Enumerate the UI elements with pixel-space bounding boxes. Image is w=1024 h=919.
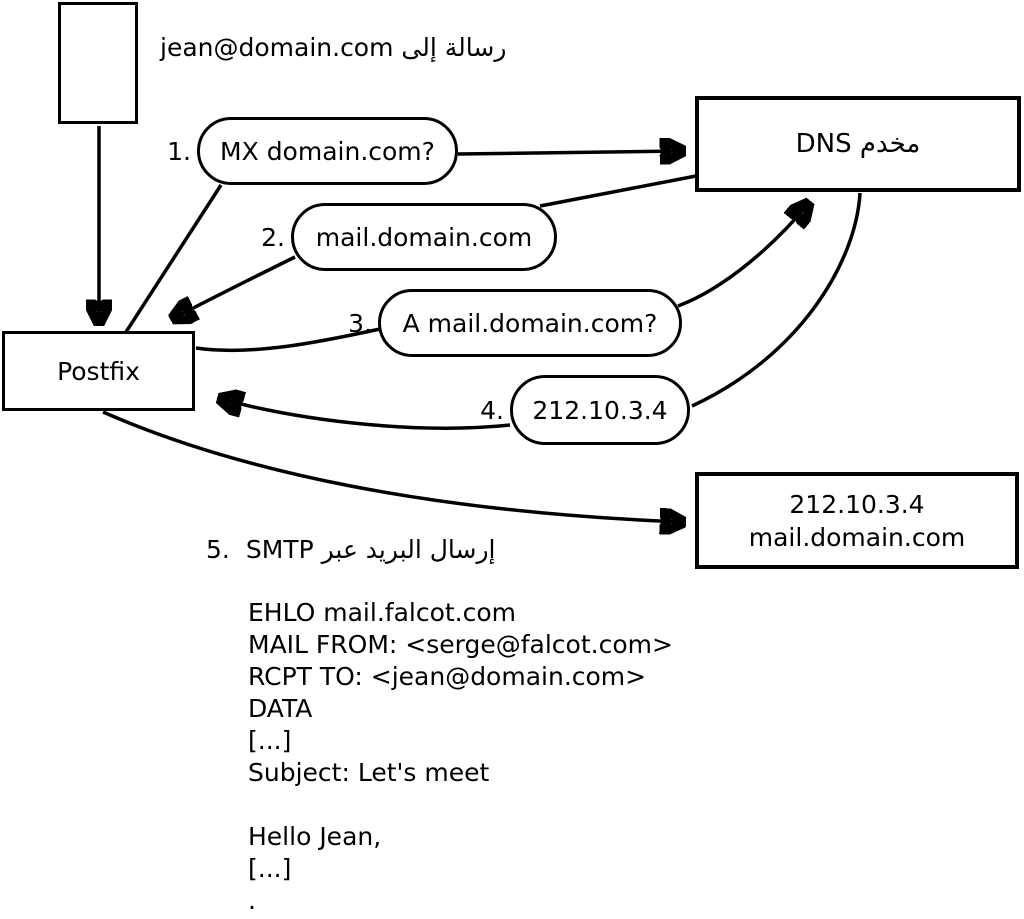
pill-mx-query-label: MX domain.com? (220, 136, 435, 166)
step-5-row: 5. إرسال البريد عبر SMTP (206, 535, 495, 564)
destination-hostname: mail.domain.com (748, 522, 966, 552)
postfix-server-box: Postfix (2, 331, 195, 411)
smtp-transcript: EHLO mail.falcot.com MAIL FROM: <serge@f… (248, 597, 673, 917)
step-number-2: 2. (261, 222, 285, 252)
transcript-line: EHLO mail.falcot.com (248, 598, 517, 627)
step-number-4: 4. (480, 395, 504, 425)
transcript-line: [...] (248, 854, 292, 883)
step-number-5: 5. (206, 535, 230, 564)
transcript-line (248, 789, 673, 821)
step-5-label: إرسال البريد عبر SMTP (245, 535, 496, 564)
line-dns-to-pill4 (691, 192, 862, 408)
line-dns-to-pill2 (539, 174, 697, 208)
dns-label: مخدم DNS (795, 129, 921, 159)
step-number-1: 1. (167, 136, 191, 166)
sender-box (58, 2, 138, 124)
dns-server-box: مخدم DNS (695, 96, 1021, 192)
pill-mx-query: MX domain.com? (197, 117, 458, 185)
transcript-line: [...] (248, 726, 292, 755)
step-number-3: 3. (348, 308, 372, 338)
pill-mx-answer-label: mail.domain.com (315, 222, 533, 252)
line-postfix-to-pill1 (124, 184, 223, 333)
transcript-line: MAIL FROM: <serge@falcot.com> (248, 630, 673, 659)
pill-mx-answer: mail.domain.com (291, 203, 557, 271)
arrow-pill1-to-dns (457, 151, 682, 154)
pill-a-answer-label: 212.10.3.4 (532, 395, 668, 425)
pill-a-query: A mail.domain.com? (378, 289, 682, 357)
pill-a-answer: 212.10.3.4 (510, 375, 690, 445)
transcript-line: Hello Jean, (248, 822, 382, 851)
transcript-line: Subject: Let's meet (248, 758, 490, 787)
postfix-label: Postfix (57, 356, 140, 386)
message-to-label: رسالة إلى jean@domain.com (160, 33, 507, 62)
pill-a-query-label: A mail.domain.com? (402, 308, 658, 338)
transcript-line: RCPT TO: <jean@domain.com> (248, 662, 647, 691)
destination-ip: 212.10.3.4 (789, 489, 925, 519)
transcript-line: . (248, 886, 256, 915)
destination-server-box: 212.10.3.4 mail.domain.com (695, 472, 1019, 569)
arrow-pill3-to-dns (677, 204, 808, 308)
transcript-line: DATA (248, 694, 313, 723)
